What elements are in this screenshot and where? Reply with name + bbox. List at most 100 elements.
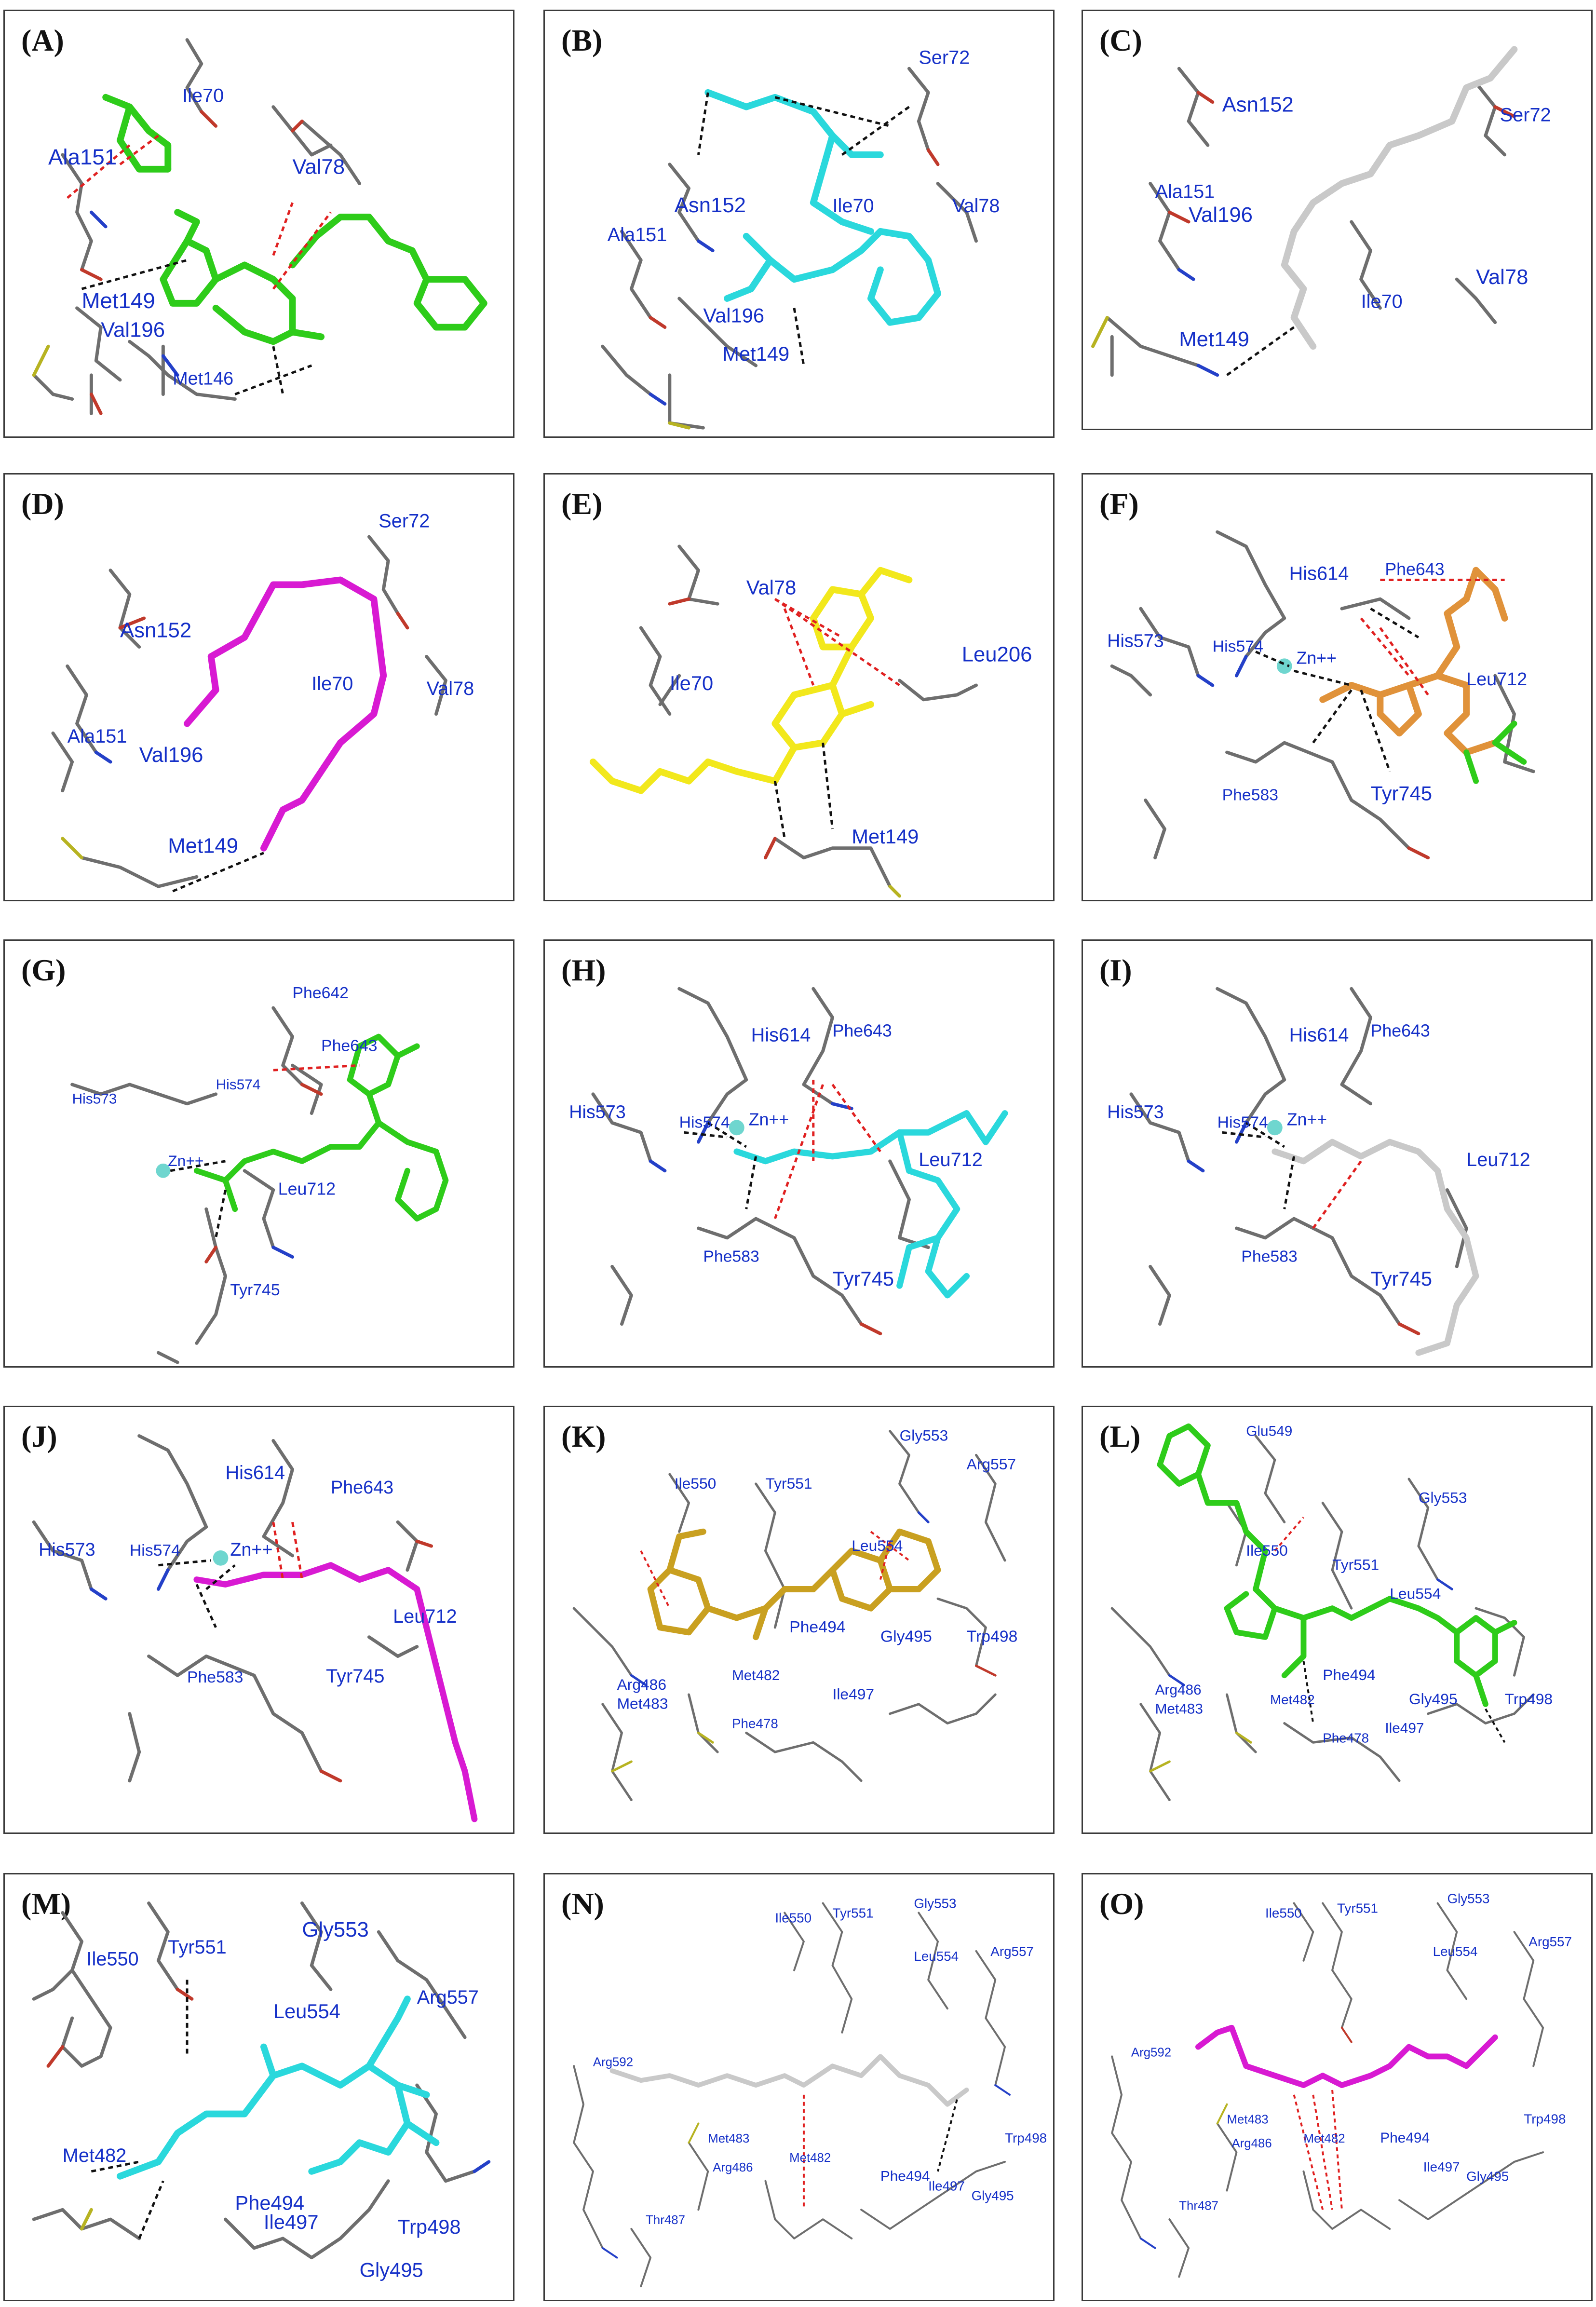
residue-label: Met482 [63, 2145, 126, 2166]
residue-label: Glu549 [1246, 1424, 1292, 1439]
residue-label: Met482 [732, 1668, 780, 1683]
residue-sticks [591, 987, 930, 1326]
residue-label: Arg557 [417, 1987, 479, 2008]
residue-label: His573 [72, 1091, 117, 1107]
residue-label: Tyr745 [1371, 782, 1433, 804]
h-bonds [170, 1160, 227, 1238]
residue-label: Phe494 [1380, 2130, 1430, 2146]
residue-label: Zn++ [1297, 648, 1337, 667]
ligand [1157, 1423, 1517, 1707]
residue-label: Asn152 [120, 619, 191, 642]
residue-label: Ile497 [1385, 1720, 1424, 1736]
residue-label: Tyr551 [168, 1937, 226, 1958]
residue-sticks [1111, 1902, 1544, 2278]
panel-letter: (B) [561, 23, 603, 57]
heteroatom-tips [668, 597, 902, 898]
residue-label: Ile497 [1423, 2159, 1460, 2174]
panel-letter: (O) [1099, 1886, 1144, 1921]
panel-l: (L) [1082, 1406, 1593, 1834]
residue-label: Phe643 [1371, 1021, 1430, 1041]
ligand [589, 567, 913, 794]
panel-e: (E) Val78 Leu [543, 473, 1055, 901]
residue-label: Thr487 [1179, 2199, 1218, 2212]
residue-label: Asn152 [1222, 93, 1294, 117]
residue-label: Ile497 [928, 2179, 965, 2194]
heteroatom-tips [601, 2084, 1011, 2259]
residue-label: Val196 [139, 743, 203, 767]
residue-label: Ile550 [1246, 1542, 1288, 1559]
heteroatom-tips [89, 1539, 433, 1783]
residue-sticks [639, 544, 978, 888]
residue-label: Arg486 [617, 1676, 666, 1693]
residue-label: Gly495 [1466, 2169, 1509, 2184]
residue-label: Gly553 [914, 1896, 956, 1911]
residue-label: Trp498 [1524, 2111, 1566, 2126]
residue-label: Phe494 [235, 2191, 304, 2214]
zinc-ion [156, 1163, 171, 1178]
zinc-ion [213, 1550, 229, 1566]
residue-label: Tyr745 [1371, 1267, 1433, 1290]
residue-label: Leu554 [852, 1537, 903, 1554]
pi-contacts [1293, 2090, 1343, 2210]
residue-label: Asn152 [675, 193, 746, 217]
heteroatom-tips [32, 110, 304, 415]
residue-label: Gly495 [1409, 1690, 1458, 1708]
residue-label: Met149 [82, 288, 155, 313]
residue-label: Arg557 [990, 1944, 1034, 1959]
panel-a: (A) [3, 10, 514, 438]
residue-label: Met146 [173, 368, 233, 389]
residue-label: Val78 [952, 195, 1000, 217]
residue-label: Tyr745 [833, 1267, 894, 1290]
residue-label: Phe494 [880, 2169, 930, 2185]
residue-label: Phe583 [1241, 1247, 1297, 1265]
pi-contacts [67, 135, 332, 290]
residue-label: Ile550 [1265, 1905, 1302, 1920]
panel-c: (C) Asn152 Ser72 Ala151 Val196 I [1082, 10, 1593, 430]
residue-label: His573 [1107, 1102, 1163, 1122]
residue-label: Leu206 [962, 642, 1032, 666]
panel-letter: (A) [21, 23, 64, 57]
residue-label: Met483 [708, 2132, 749, 2145]
residue-label: His614 [1289, 563, 1349, 584]
panel-f: (F) [1082, 473, 1593, 901]
docking-scene: Gly553 Ile550 Tyr551 Arg557 Leu554 Arg59… [1111, 1891, 1572, 2278]
residue-label: Tyr551 [1337, 1900, 1378, 1915]
residue-label: Val78 [293, 155, 345, 179]
h-bonds [684, 1122, 757, 1209]
residue-label: Ile70 [670, 672, 713, 694]
panel-i: (I) His614 Phe643 His573 His [1082, 939, 1593, 1368]
residue-label: Leu712 [1466, 1149, 1530, 1170]
panel-letter: (I) [1099, 953, 1132, 987]
residue-label: Val196 [101, 318, 165, 341]
residue-label: Leu712 [278, 1179, 336, 1198]
residue-label: Val196 [703, 304, 764, 327]
residue-label: Trp498 [1005, 2131, 1047, 2145]
pi-contacts [774, 598, 900, 687]
pi-contacts [1274, 1517, 1304, 1552]
panel-letter: (L) [1099, 1419, 1141, 1453]
residue-label: Val78 [1476, 265, 1528, 289]
ligand [1319, 567, 1508, 756]
docking-scene: Ser72 Asn152 Ala151 Ile70 Val78 Val196 M… [601, 47, 1000, 430]
residue-sticks [1110, 530, 1535, 860]
residue-label: Ile550 [775, 1910, 812, 1925]
docking-scene: Asn152 Ser72 Ala151 Val196 Ile70 Val78 M… [1091, 46, 1551, 377]
docking-scene: His614 Phe643 His573 His574 Zn++ Leu712 … [1107, 530, 1535, 860]
residue-label: Trp498 [1505, 1690, 1553, 1708]
ligand [647, 1528, 941, 1641]
residue-sticks [573, 1902, 1006, 2288]
ligand [1281, 46, 1518, 350]
h-bonds [91, 1980, 189, 2239]
zinc-ion [729, 1120, 744, 1136]
residue-label: Ile70 [311, 673, 353, 694]
residue-label: Ile550 [675, 1475, 717, 1492]
residue-label: Arg557 [967, 1455, 1016, 1473]
panel-letter: (E) [561, 487, 603, 521]
docking-scene: His614 Phe643 His573 His574 Zn++ Leu712 … [569, 987, 1008, 1335]
residue-label: Arg557 [1528, 1934, 1572, 1949]
residue-label: Zn++ [230, 1539, 272, 1560]
residue-label: Arg592 [593, 2055, 633, 2069]
residue-label: Phe478 [732, 1716, 778, 1731]
residue-label: Gly553 [1447, 1891, 1489, 1906]
docking-scene: Ile70 Ala151 Val78 Met149 Val196 Met146 [32, 38, 487, 415]
